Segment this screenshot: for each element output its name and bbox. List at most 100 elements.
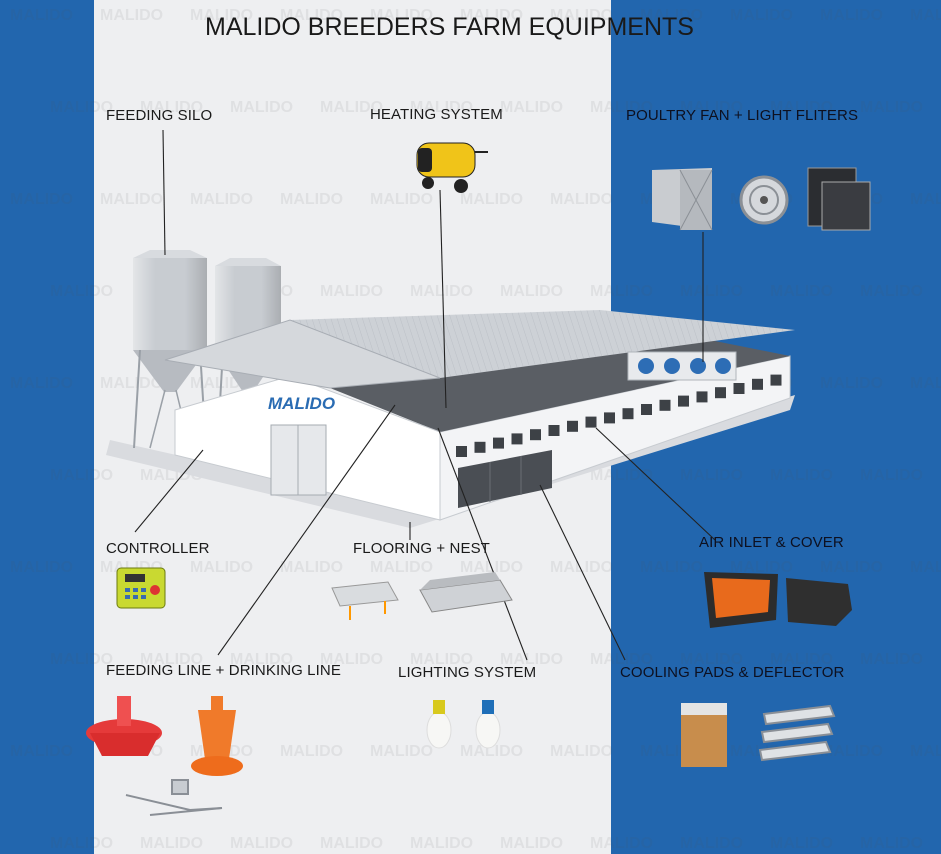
watermark-text: MALIDO: [370, 191, 433, 208]
light-filter-icon: [807, 167, 871, 231]
watermark-text: MALIDO: [550, 7, 613, 24]
feeding-silo: [133, 250, 281, 449]
page-title: MALIDO BREEDERS FARM EQUIPMENTS: [205, 13, 694, 41]
watermark-text: MALIDO: [860, 651, 923, 668]
watermark-text: MALIDO: [10, 743, 73, 760]
watermark-text: MALIDO: [910, 7, 941, 24]
watermark-text: MALIDO: [860, 467, 923, 484]
air-inlet-window: [770, 374, 782, 386]
slat-floor-icon: [331, 581, 399, 620]
watermark-text: MALIDO: [50, 467, 113, 484]
watermark-text: MALIDO: [550, 191, 613, 208]
label-feeding-drinking: FEEDING LINE + DRINKING LINE: [106, 662, 341, 679]
watermark-text: MALIDO: [460, 191, 523, 208]
farm-building: MALIDO: [164, 310, 795, 521]
air-inlet-window: [659, 399, 671, 411]
watermark-text: MALIDO: [230, 651, 293, 668]
watermark-text: MALIDO: [640, 559, 703, 576]
label-lighting-system: LIGHTING SYSTEM: [398, 664, 537, 681]
watermark-text: MALIDO: [320, 651, 383, 668]
watermark-text: MALIDO: [190, 191, 253, 208]
watermark-text: MALIDO: [590, 99, 653, 116]
watermark-text: MALIDO: [590, 283, 653, 300]
drinker-icon: [191, 696, 243, 776]
watermark-text: MALIDO: [460, 743, 523, 760]
silo-line: [162, 129, 166, 256]
deflector-icon: [758, 704, 836, 762]
watermark-text: MALIDO: [140, 835, 203, 852]
watermark-text: MALIDO: [730, 559, 793, 576]
circulation-fan-icon: [739, 175, 789, 225]
watermark-text: MALIDO: [860, 835, 923, 852]
watermark-text: MALIDO: [680, 835, 743, 852]
watermark-text: MALIDO: [500, 651, 563, 668]
watermark-text: MALIDO: [100, 191, 163, 208]
watermark-text: MALIDO: [50, 651, 113, 668]
bulb-blue-icon: [475, 700, 501, 749]
watermark-text: MALIDO: [820, 375, 883, 392]
air-inlet-window: [622, 408, 634, 420]
air-inlet-window: [696, 391, 708, 403]
watermark-text: MALIDO: [860, 283, 923, 300]
silo-left: [133, 250, 207, 449]
watermark-text: MALIDO: [550, 559, 613, 576]
watermark-text: MALIDO: [370, 559, 433, 576]
roof-fans: [627, 351, 737, 381]
watermark-text: MALIDO: [730, 7, 793, 24]
air-inlet-window: [456, 446, 467, 457]
watermark-text: MALIDO: [230, 99, 293, 116]
label-cooling-pads: COOLING PADS & DEFLECTOR: [620, 664, 845, 681]
inlet-cover-icon: [786, 578, 852, 626]
watermark-text: MALIDO: [500, 283, 563, 300]
watermark-text: MALIDO: [910, 559, 941, 576]
watermark-text: MALIDO: [910, 191, 941, 208]
air-inlet-window: [641, 404, 652, 415]
watermark-text: MALIDO: [320, 835, 383, 852]
air-inlet-icon: [704, 572, 778, 628]
watermark-text: MALIDO: [50, 835, 113, 852]
air-inlet-window: [474, 441, 486, 453]
heater-icon: [416, 142, 488, 193]
brand-logo: MALIDO: [268, 394, 335, 413]
watermark-text: MALIDO: [230, 835, 293, 852]
watermark-text: MALIDO: [550, 743, 613, 760]
watermark-text: MALIDO: [820, 7, 883, 24]
watermark-text: MALIDO: [320, 99, 383, 116]
watermark-text: MALIDO: [100, 375, 163, 392]
watermark-text: MALIDO: [680, 467, 743, 484]
watermark-text: MALIDO: [190, 559, 253, 576]
watermark-text: MALIDO: [370, 7, 433, 24]
watermark-text: MALIDO: [820, 559, 883, 576]
air-inlet-window: [715, 387, 726, 399]
air-inlet-window: [733, 383, 745, 394]
watermark-text: MALIDO: [770, 283, 833, 300]
label-controller: CONTROLLER: [106, 540, 210, 557]
label-poultry-fan: POULTRY FAN + LIGHT FLITERS: [626, 107, 859, 124]
watermark-text: MALIDO: [50, 283, 113, 300]
watermark-text: MALIDO: [460, 7, 523, 24]
watermark-text: MALIDO: [10, 559, 73, 576]
watermark-text: MALIDO: [500, 835, 563, 852]
watermark-text: MALIDO: [140, 99, 203, 116]
watermark-text: MALIDO: [370, 743, 433, 760]
roof-front: [164, 319, 441, 389]
air-inlet-line: [595, 427, 716, 541]
watermark-text: MALIDO: [770, 835, 833, 852]
air-inlet-window: [493, 437, 504, 449]
left-blue-band: [0, 0, 94, 854]
bulb-yellow-icon: [426, 700, 452, 749]
watermark-text: MALIDO: [320, 283, 383, 300]
watermark-text: MALIDO: [280, 559, 343, 576]
cooling-line: [539, 484, 626, 661]
watermark-text: MALIDO: [590, 835, 653, 852]
watermark-text: MALIDO: [280, 7, 343, 24]
watermark-text: MALIDO: [410, 283, 473, 300]
watermark-text: MALIDO: [860, 99, 923, 116]
watermark-text: MALIDO: [190, 7, 253, 24]
watermark-text: MALIDO: [770, 467, 833, 484]
air-inlet-window: [678, 395, 689, 407]
watermark-text: MALIDO: [50, 99, 113, 116]
cooling-pad-panels: [458, 450, 552, 508]
watermark-text: MALIDO: [680, 283, 743, 300]
